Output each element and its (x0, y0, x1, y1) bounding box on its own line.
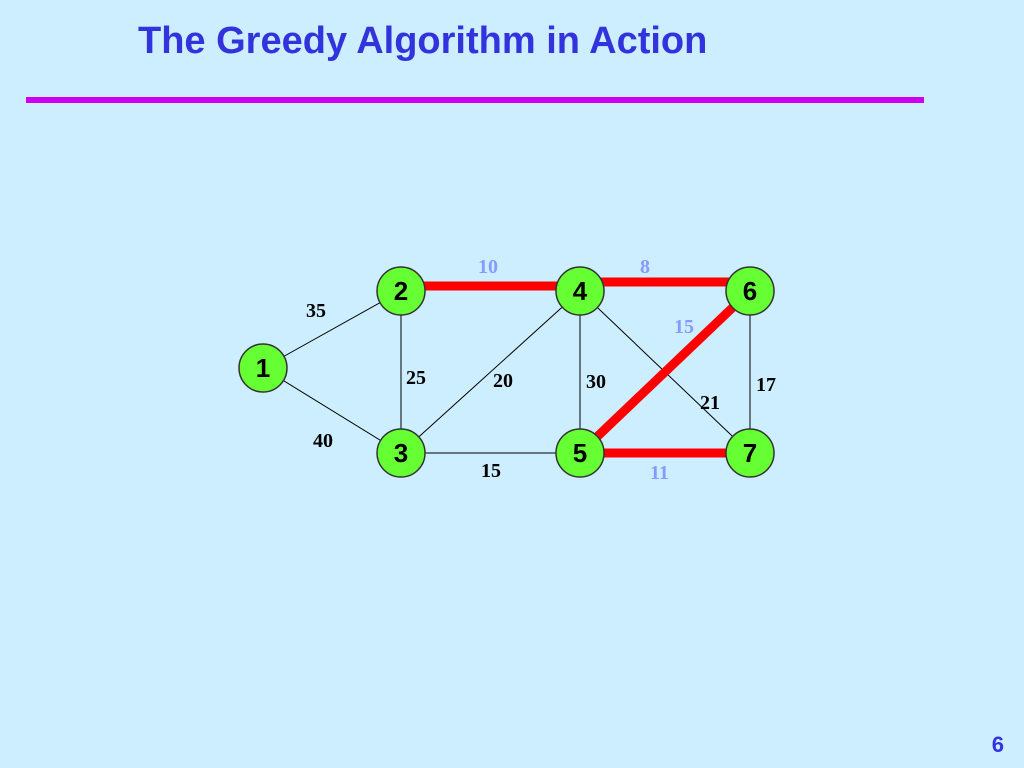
weight-3-4: 20 (493, 370, 513, 392)
node-2-circle (376, 266, 426, 316)
weight-4-6: 8 (640, 256, 650, 278)
slide-title: The Greedy Algorithm in Action (138, 20, 708, 62)
node-4-label: 4 (573, 276, 588, 306)
node-1-label: 1 (256, 353, 270, 383)
edge-5-6-selected (576, 287, 754, 457)
node-7-circle (725, 428, 775, 478)
node-5-label: 5 (573, 438, 587, 468)
node-2-label: 2 (394, 276, 408, 306)
node-1: 1 (238, 343, 288, 393)
weight-2-4: 10 (478, 256, 498, 278)
node-7: 7 (725, 428, 775, 478)
node-7-label: 7 (743, 438, 757, 468)
edge-1-2 (262, 290, 402, 369)
node-1-circle (238, 343, 288, 393)
edge-1-3 (262, 367, 402, 454)
node-4: 4 (555, 266, 605, 316)
weight-4-5: 30 (586, 371, 606, 393)
weight-2-3: 25 (406, 367, 426, 389)
weight-1-2: 35 (306, 300, 326, 322)
weight-3-5: 15 (481, 460, 501, 482)
title-rule (26, 97, 924, 103)
edge-3-4 (400, 290, 581, 454)
nodes-layer: 1 2 3 4 5 6 7 (238, 266, 775, 478)
node-5-circle (555, 428, 605, 478)
weight-5-7: 11 (650, 462, 669, 484)
weight-5-6: 15 (674, 316, 694, 338)
edges-layer (262, 277, 754, 458)
weight-1-3: 40 (313, 430, 333, 452)
node-2: 2 (376, 266, 426, 316)
weight-6-7: 17 (756, 374, 776, 396)
node-6: 6 (725, 266, 775, 316)
node-6-label: 6 (743, 276, 757, 306)
node-3-circle (376, 428, 426, 478)
node-3-label: 3 (394, 438, 408, 468)
node-3: 3 (376, 428, 426, 478)
weights-layer: 35 40 25 20 15 30 21 17 10 8 15 11 (306, 256, 776, 484)
page-number: 6 (991, 732, 1004, 757)
node-4-circle (555, 266, 605, 316)
weight-4-7: 21 (700, 392, 720, 414)
node-5: 5 (555, 428, 605, 478)
node-6-circle (725, 266, 775, 316)
